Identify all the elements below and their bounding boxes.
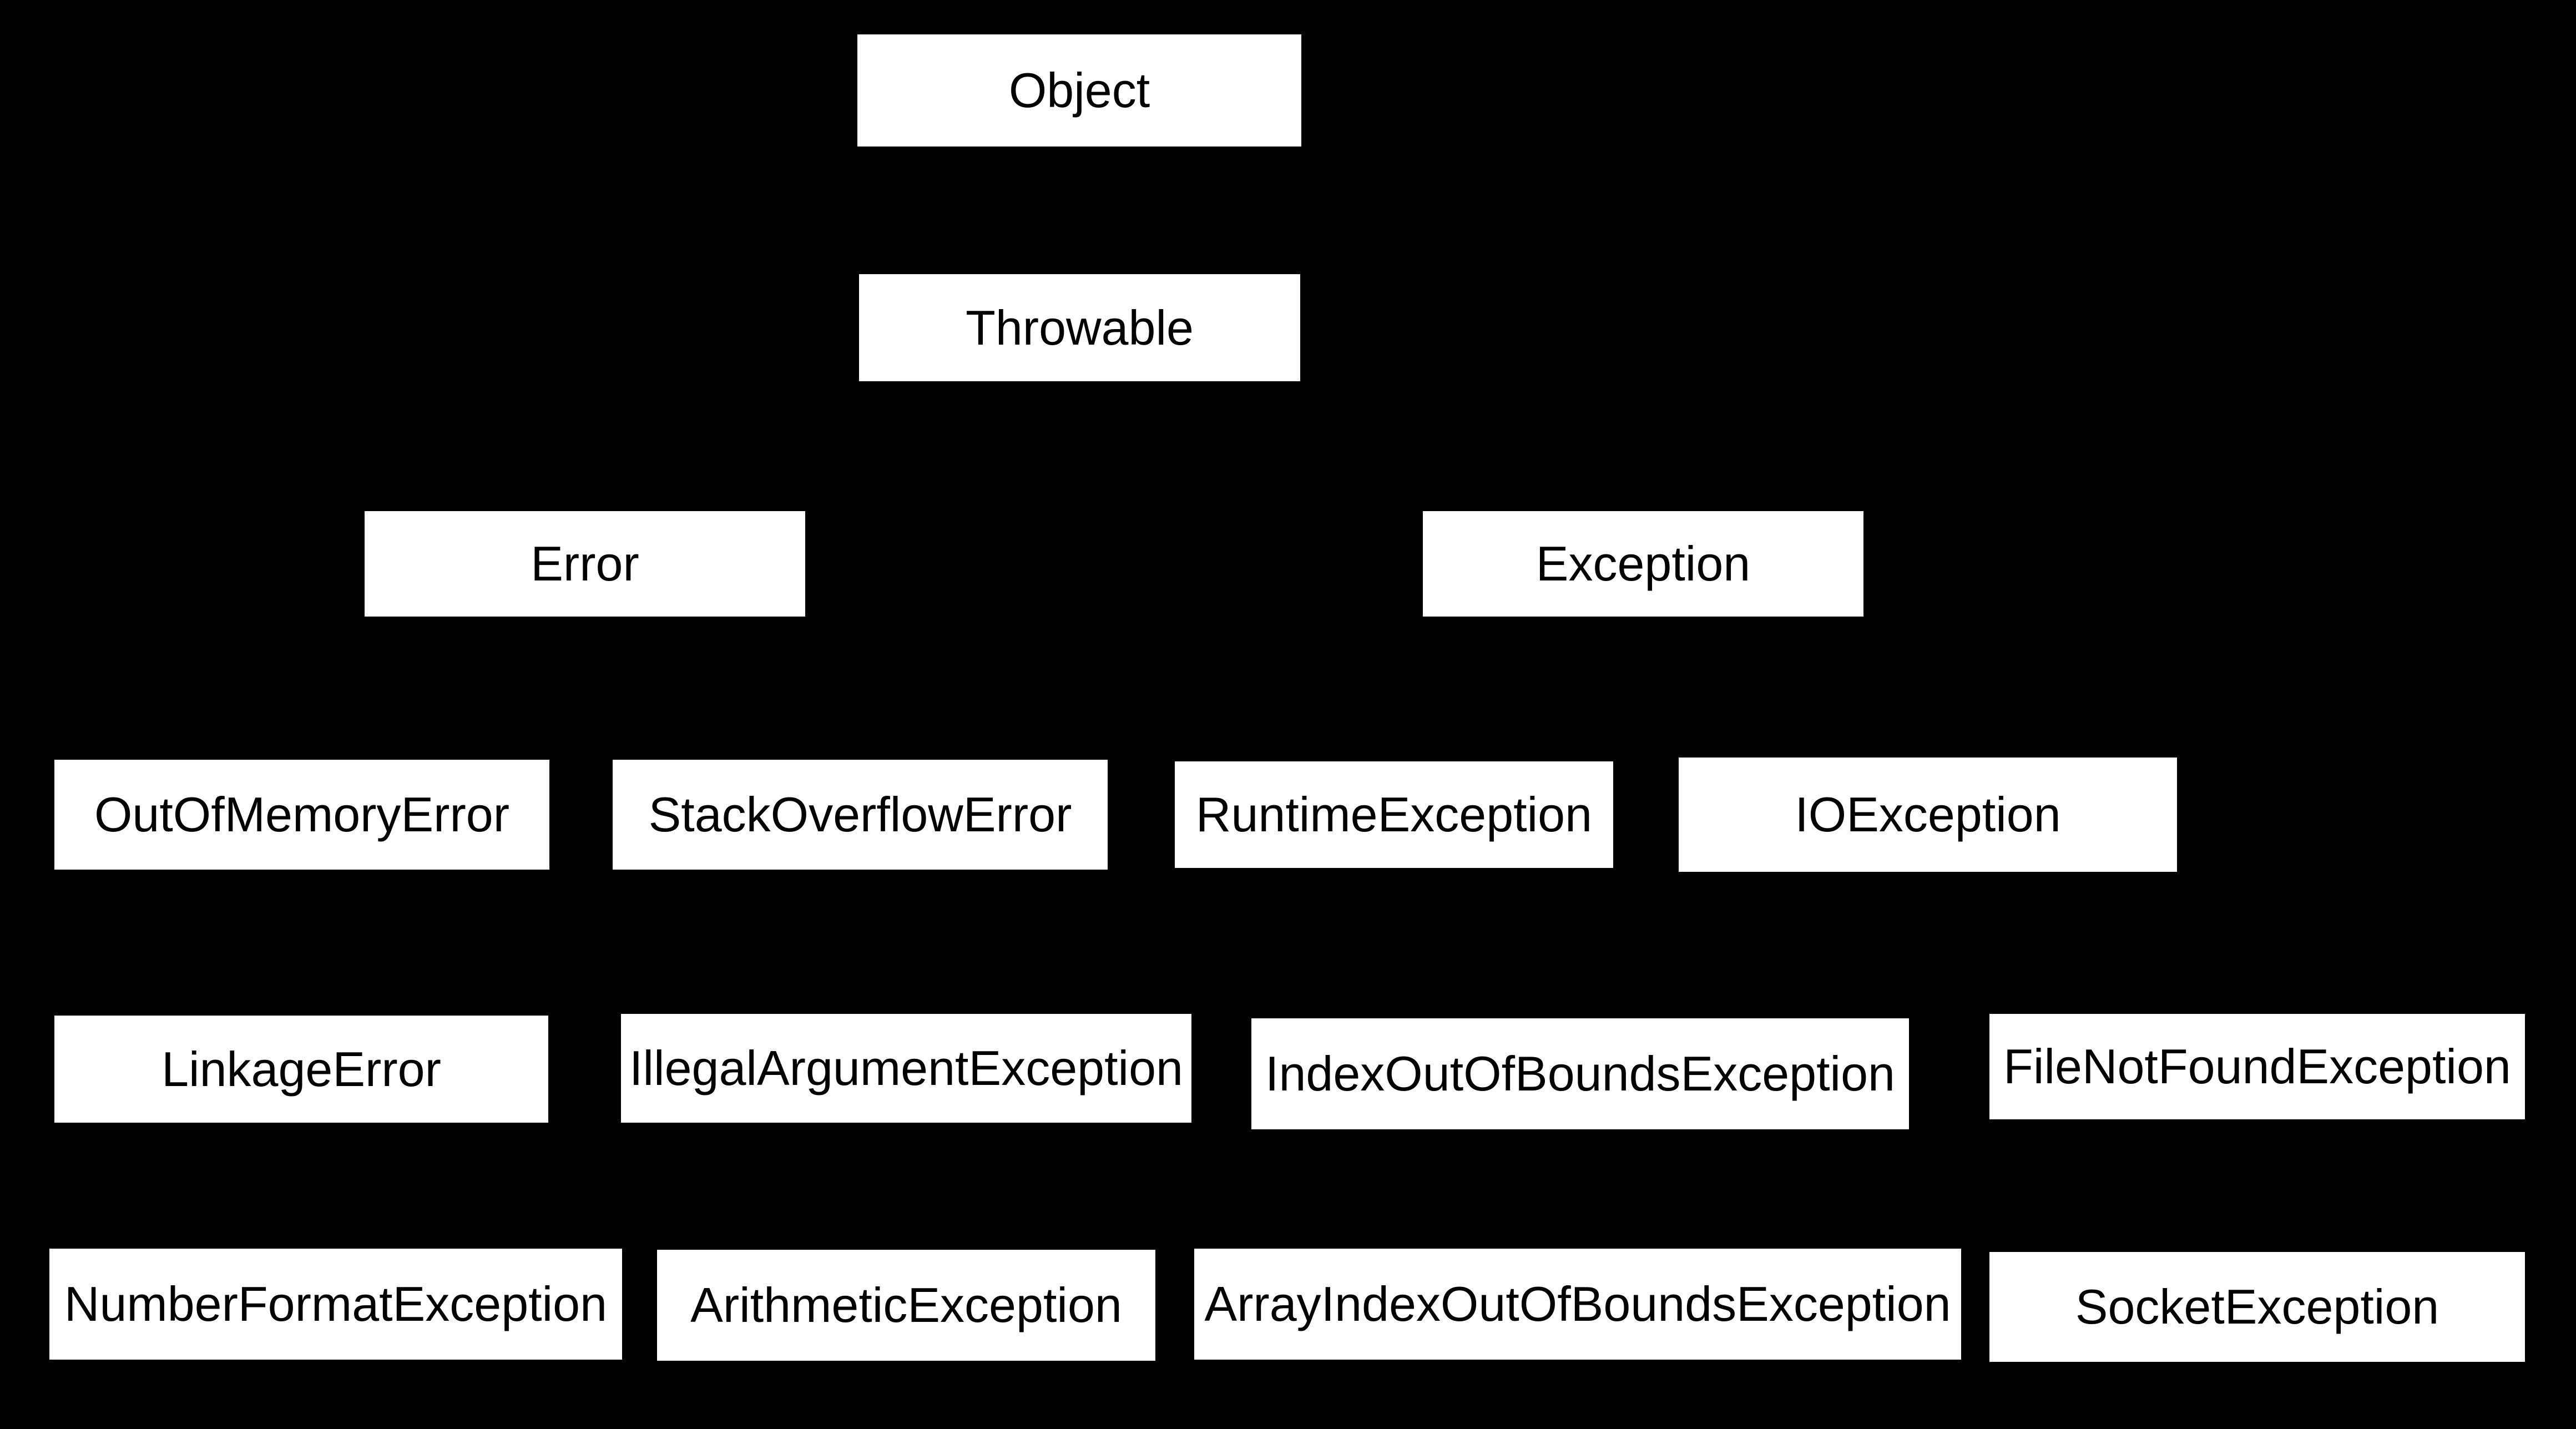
node-arithmeticexception: ArithmeticException — [657, 1250, 1155, 1361]
node-illegalargumentexception-label: IllegalArgumentException — [629, 1041, 1183, 1095]
node-ioexception: IOException — [1679, 758, 2177, 872]
node-runtimeexception: RuntimeException — [1175, 761, 1613, 868]
node-exception: Exception — [1423, 511, 1863, 617]
node-outofmemoryerror: OutOfMemoryError — [54, 760, 549, 870]
node-indexoutofboundsexception-label: IndexOutOfBoundsException — [1265, 1046, 1895, 1101]
node-outofmemoryerror-label: OutOfMemoryError — [94, 787, 510, 842]
node-linkageerror: LinkageError — [54, 1016, 548, 1123]
node-linkageerror-label: LinkageError — [161, 1041, 441, 1097]
node-runtimeexception-label: RuntimeException — [1195, 787, 1593, 842]
node-object-label: Object — [1008, 63, 1150, 118]
node-filenotfoundexception-label: FileNotFoundException — [2003, 1039, 2511, 1094]
node-throwable-label: Throwable — [966, 300, 1194, 355]
node-socketexception-label: SocketException — [2075, 1279, 2439, 1334]
node-stackoverflowerror-label: StackOverflowError — [648, 787, 1072, 842]
node-indexoutofboundsexception: IndexOutOfBoundsException — [1251, 1018, 1909, 1129]
node-object: Object — [857, 34, 1301, 147]
node-illegalargumentexception: IllegalArgumentException — [621, 1014, 1191, 1123]
node-filenotfoundexception: FileNotFoundException — [1989, 1014, 2525, 1119]
node-error-label: Error — [531, 536, 639, 591]
node-stackoverflowerror: StackOverflowError — [613, 760, 1108, 870]
node-socketexception: SocketException — [1989, 1252, 2525, 1362]
node-error: Error — [365, 511, 805, 617]
node-numberformatexception: NumberFormatException — [49, 1249, 622, 1360]
node-arrayindexoutofboundsexception-label: ArrayIndexOutOfBoundsException — [1204, 1276, 1951, 1331]
node-numberformatexception-label: NumberFormatException — [64, 1276, 608, 1331]
node-exception-label: Exception — [1536, 536, 1751, 591]
node-arithmeticexception-label: ArithmeticException — [690, 1277, 1122, 1332]
node-arrayindexoutofboundsexception: ArrayIndexOutOfBoundsException — [1194, 1249, 1961, 1360]
node-ioexception-label: IOException — [1795, 787, 2061, 842]
node-throwable: Throwable — [859, 274, 1300, 381]
